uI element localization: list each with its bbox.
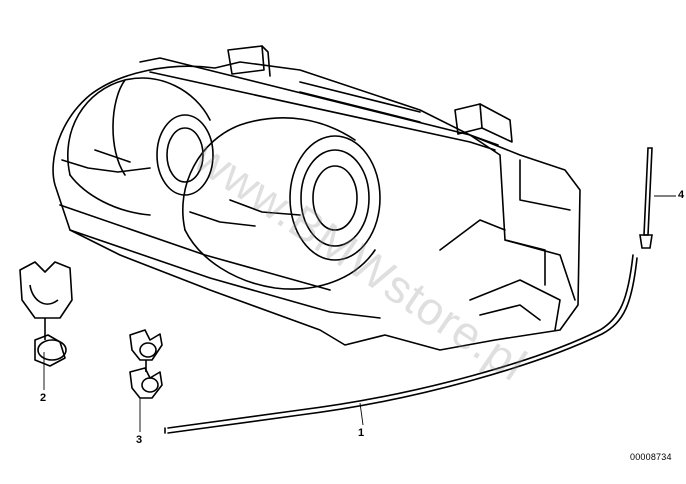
callout-3: 3 [136,434,143,446]
callout-1: 1 [358,427,365,439]
bowden-cable [164,254,638,434]
control-rod [639,147,653,249]
callout-4: 4 [678,189,685,201]
cable-clip-large [19,261,73,367]
callout-2: 2 [40,392,47,404]
blower-housing [52,45,581,351]
leader-lines [43,195,676,432]
document-number: 00008734 [630,452,672,462]
cable-clip-small [129,329,163,399]
